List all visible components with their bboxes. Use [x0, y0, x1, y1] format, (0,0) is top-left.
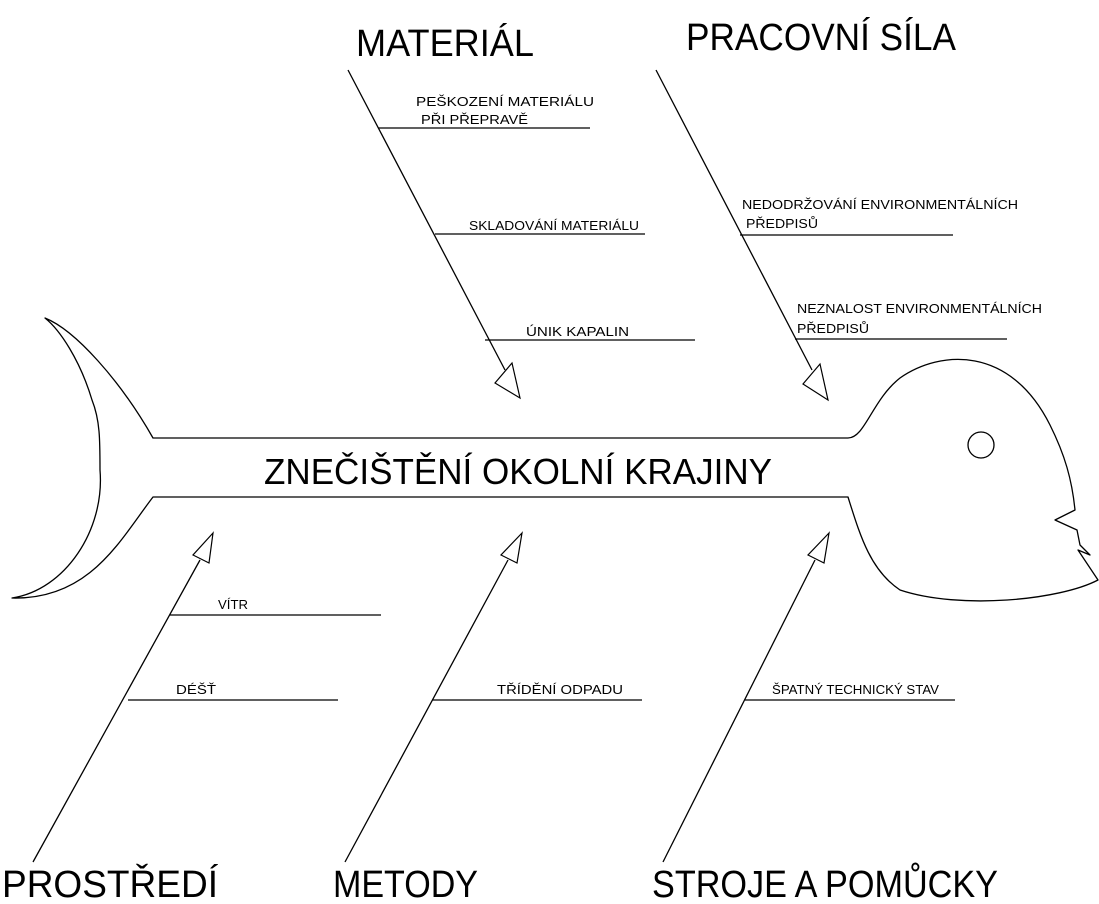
- cause-label-environment-2: DÉŠŤ: [176, 682, 216, 697]
- cause-label-environment-1: VÍTR: [218, 597, 248, 612]
- bone-material: [347, 69, 506, 371]
- category-label-workforce: PRACOVNÍ SÍLA: [686, 16, 957, 59]
- cause-label-workforce-1b: PŘEDPISŮ: [746, 216, 818, 231]
- bone-methods: [344, 559, 509, 863]
- bone-workforce: [655, 69, 813, 371]
- fish-eye-icon: [967, 431, 995, 459]
- arrowhead-workforce: [802, 362, 829, 402]
- cause-label-material-1a: PEŠKOZENÍ MATERIÁLU: [416, 94, 594, 109]
- arrowhead-machines: [807, 531, 830, 564]
- arrowhead-material: [494, 361, 521, 400]
- cause-label-workforce-2a: NEZNALOST ENVIRONMENTÁLNÍCH: [797, 301, 1042, 316]
- bone-machines: [662, 559, 816, 863]
- arrowhead-environment: [192, 531, 214, 564]
- fish-outline: [11, 317, 1099, 602]
- cause-label-machines-1: ŠPATNÝ TECHNICKÝ STAV: [772, 682, 939, 697]
- cause-label-workforce-1a: NEDODRŽOVÁNÍ ENVIRONMENTÁLNÍCH: [742, 197, 1018, 212]
- cause-label-material-3: ÚNIK KAPALIN: [526, 324, 629, 339]
- cause-label-material-2: SKLADOVÁNÍ MATERIÁLU: [469, 218, 639, 233]
- arrowhead-methods: [500, 531, 523, 564]
- cause-label-methods-1: TŘÍDĚNÍ ODPADU: [497, 682, 623, 697]
- category-label-environment: PROSTŘEDÍ: [2, 863, 218, 904]
- category-label-material: MATERIÁL: [356, 22, 534, 65]
- cause-label-material-1b: PŘI PŘEPRAVĚ: [421, 112, 528, 127]
- bone-environment: [32, 559, 201, 863]
- cause-label-workforce-2b: PŘEDPISŮ: [797, 321, 869, 336]
- effect-label: ZNEČIŠTĚNÍ OKOLNÍ KRAJINY: [264, 451, 772, 492]
- category-label-machines: STROJE A POMŮCKY: [652, 861, 998, 904]
- category-label-methods: METODY: [333, 864, 478, 904]
